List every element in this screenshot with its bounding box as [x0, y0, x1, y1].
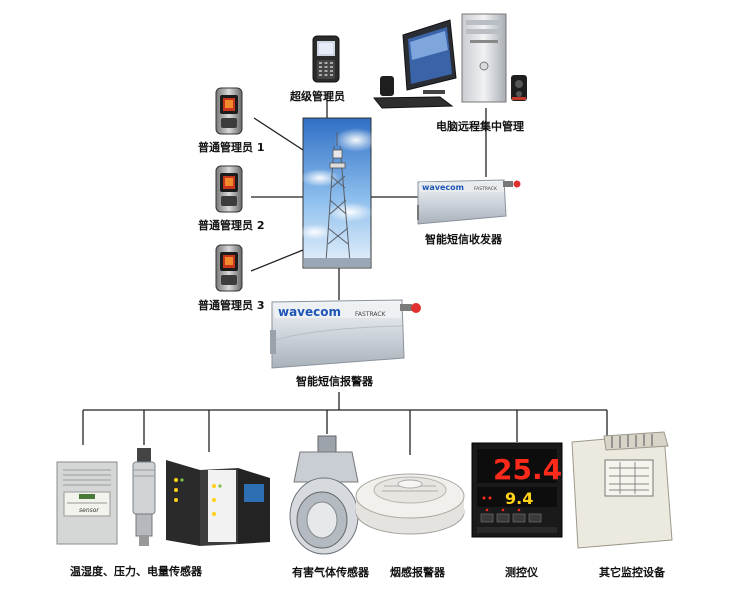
humidity-sensor-icon: sensor [56, 461, 118, 545]
sensor-tag: sensor [79, 507, 99, 514]
power-transmitter-icon [166, 460, 270, 546]
tower-icon [297, 117, 378, 269]
link-admin-3 [250, 249, 304, 272]
controller-display-bottom: 9.4 [505, 489, 533, 508]
connections [82, 93, 608, 455]
smoke-alarm-label: 烟感报警器 [390, 566, 445, 579]
admin-1-label: 普通管理员 1 [198, 141, 265, 154]
gas-sensor-icon [289, 435, 359, 555]
sms-alarm-modem-icon: wavecom FASTRACK [270, 299, 421, 369]
smoke-alarm-icon [355, 473, 465, 535]
sms-alarm-label: 智能短信报警器 [296, 375, 373, 388]
sms-transceiver-label: 智能短信收发器 [425, 233, 502, 246]
alarm-model: FASTRACK [355, 311, 387, 318]
flip-phone-icon [215, 244, 243, 292]
controller-display-top: 25.4 [493, 453, 562, 486]
flip-phone-icon [215, 87, 243, 135]
sensors-label: 温湿度、压力、电量传感器 [70, 565, 202, 578]
computer-label: 电脑远程集中管理 [436, 120, 524, 133]
alarm-brand: wavecom [278, 305, 341, 319]
other-device-icon [571, 431, 673, 549]
super-admin-label: 超级管理员 [290, 90, 345, 103]
gas-sensor-label: 有害气体传感器 [292, 566, 369, 579]
pressure-sensor-icon [132, 448, 156, 546]
transceiver-model: FASTRACK [474, 186, 498, 192]
flip-phone-icon [215, 165, 243, 213]
other-devices-label: 其它监控设备 [599, 566, 665, 579]
phone-icon [312, 35, 340, 83]
desktop-computer-icon [372, 13, 527, 109]
admin-3-label: 普通管理员 3 [198, 299, 265, 312]
controller-label: 测控仪 [505, 566, 538, 579]
transceiver-brand: wavecom [422, 183, 464, 192]
admin-2-label: 普通管理员 2 [198, 219, 265, 232]
sms-transceiver-modem-icon: wavecom FASTRACK [417, 179, 521, 225]
controller-icon: 25.4 9.4 [471, 442, 563, 538]
link-admin-1 [253, 117, 304, 151]
